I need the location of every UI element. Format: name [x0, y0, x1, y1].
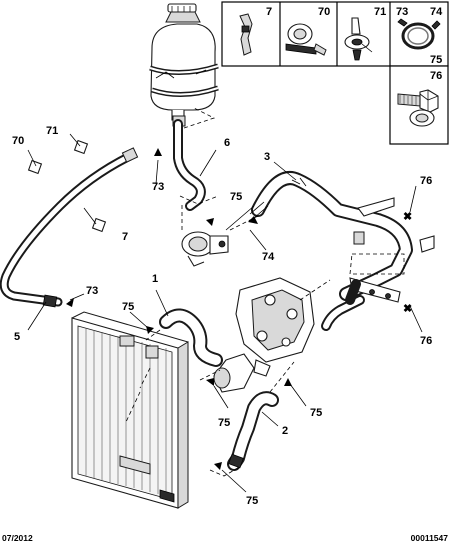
callout-73-lower: 73: [152, 181, 164, 193]
callout-75-left: 75: [122, 301, 134, 313]
callout-75-stat: 75: [230, 191, 242, 203]
expansion-tank-cap-icon: [165, 3, 201, 23]
water-outlet-housing: [213, 277, 315, 393]
legend-cell-clip-70: 70: [285, 6, 330, 56]
callout-2: 2: [282, 425, 288, 437]
callout-75-bottom: 75: [246, 495, 258, 507]
thermostat-housing: [181, 231, 229, 267]
clip-71-icon: [344, 17, 373, 61]
legend-label-71: 71: [374, 6, 386, 18]
footer: 07/2012 00011547: [2, 533, 448, 543]
assembly-guide-lines: [125, 107, 405, 477]
hose-1: [159, 308, 223, 367]
legend-cell-clip-71: 71: [344, 6, 386, 61]
legend-cell-clamps-73-74-75: 73 74 75: [396, 6, 443, 66]
legend-cell-clip-7: 7: [239, 6, 272, 56]
fixing-point-top-icon: ✖: [403, 211, 412, 223]
clip-boxes-hose-5: [27, 139, 107, 233]
legend-label-76: 76: [430, 70, 442, 82]
parts-legend: 7 70 71: [221, 1, 449, 145]
legend-label-75: 75: [430, 54, 442, 66]
clip-7-icon: [239, 13, 253, 56]
callout-75-right: 75: [310, 407, 322, 419]
legend-label-74: 74: [430, 6, 443, 18]
legend-label-70: 70: [318, 6, 330, 18]
legend-cell-screw-76: 76: [397, 70, 442, 127]
radiator: [71, 311, 189, 509]
callout-70: 70: [12, 135, 24, 147]
hose-6: [173, 119, 206, 211]
callout-1: 1: [152, 273, 158, 285]
hose-5: [0, 147, 139, 308]
legend-label-7: 7: [266, 6, 272, 18]
callout-71: 71: [46, 125, 58, 137]
hose-2: [227, 391, 279, 471]
callout-75-lower: 75: [218, 417, 230, 429]
callout-74: 74: [262, 251, 275, 263]
callout-73-left: 73: [86, 285, 98, 297]
pipe-3: [249, 171, 435, 331]
expansion-tank: [149, 3, 219, 127]
callout-76-top: 76: [420, 175, 432, 187]
fixing-point-bottom-icon: ✖: [403, 303, 412, 315]
leader-lines: [27, 133, 423, 493]
legend-label-73: 73: [396, 6, 408, 18]
callout-3: 3: [264, 151, 270, 163]
date-code: 07/2012: [2, 533, 33, 543]
callout-6: 6: [224, 137, 230, 149]
callout-76-bottom: 76: [420, 335, 432, 347]
clip-70-icon: [285, 23, 327, 56]
callout-5: 5: [14, 331, 20, 343]
callout-7-left: 7: [122, 231, 128, 243]
callout-numbers: 70 71 7 5 73 73 6 75 3 74 76 76 1 75 75 …: [12, 125, 432, 507]
clamp-icon: [397, 18, 441, 50]
fixing-points: ✖ ✖: [403, 211, 412, 315]
reference-number: 00011547: [411, 533, 449, 543]
screw-76-icon: [397, 89, 439, 127]
